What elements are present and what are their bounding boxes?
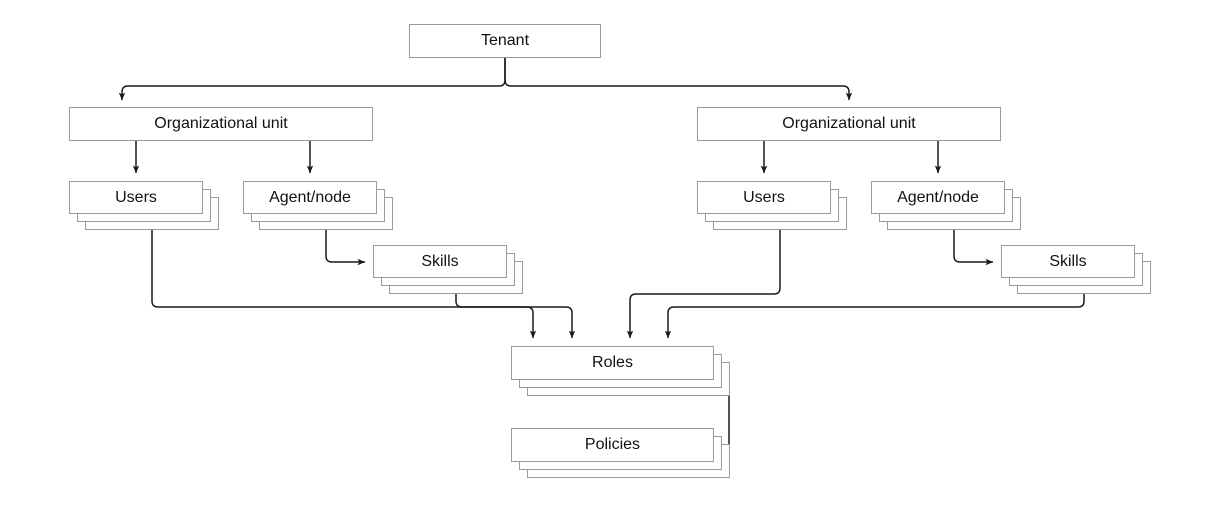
node-ou-left-label: Organizational unit: [154, 115, 288, 132]
node-tenant-label: Tenant: [480, 32, 530, 49]
node-agent-left-label: Agent/node: [269, 188, 351, 206]
edge-skills-right-to-roles: [664, 294, 1085, 339]
node-skills-left-label: Skills: [421, 252, 459, 270]
edge-agent-right-to-skills-right: [953, 230, 994, 266]
edge-agent-left-to-skills-left: [325, 230, 366, 266]
node-users-right-card[interactable]: Users: [697, 181, 831, 214]
node-agent-left-card[interactable]: Agent/node: [243, 181, 377, 214]
node-tenant-card[interactable]: Tenant: [409, 24, 601, 58]
node-ou-right-label: Organizational unit: [782, 115, 916, 132]
node-skills-right-label: Skills: [1049, 252, 1087, 270]
node-users-left-card[interactable]: Users: [69, 181, 203, 214]
node-users-right-label: Users: [743, 188, 785, 206]
node-roles-card[interactable]: Roles: [511, 346, 714, 380]
node-users-left-label: Users: [115, 188, 157, 206]
node-ou-right-card[interactable]: Organizational unit: [697, 107, 1001, 141]
node-agent-right-label: Agent/node: [897, 188, 979, 206]
edge-skills-left-to-roles: [455, 294, 576, 339]
node-ou-left-card[interactable]: Organizational unit: [69, 107, 373, 141]
edge-tenant-to-ou-left: [118, 58, 506, 101]
node-skills-right-card[interactable]: Skills: [1001, 245, 1135, 278]
node-roles-label: Roles: [592, 354, 633, 371]
node-skills-left-card[interactable]: Skills: [373, 245, 507, 278]
node-policies-label: Policies: [584, 436, 641, 453]
edge-tenant-to-ou-right: [504, 58, 853, 101]
node-policies-card[interactable]: Policies: [511, 428, 714, 462]
node-agent-right-card[interactable]: Agent/node: [871, 181, 1005, 214]
edge-users-right-to-roles: [626, 230, 781, 339]
